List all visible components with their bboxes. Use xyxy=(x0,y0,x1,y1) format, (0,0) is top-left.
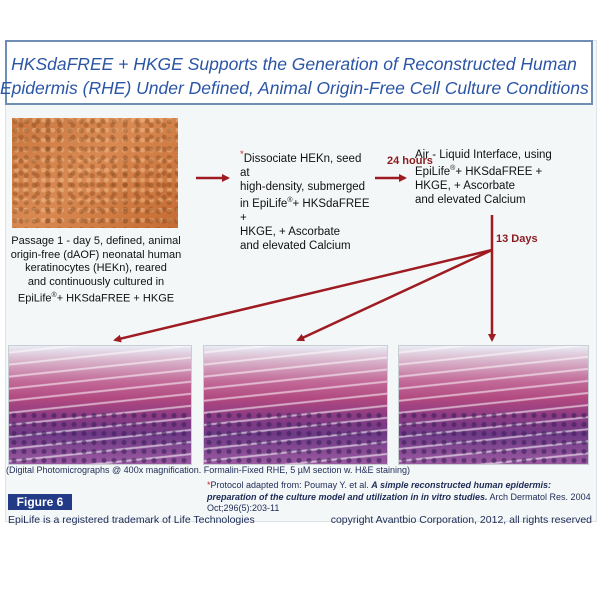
passage-line: Passage 1 - day 5, defined, animal xyxy=(11,235,181,247)
footnote-star: * xyxy=(240,149,244,160)
passage-line: origin-free (dAOF) neonatal human xyxy=(10,248,182,261)
copyright-note: copyright Avantbio Corporation, 2012, al… xyxy=(330,514,592,526)
reference-title: A simple reconstructed human epidermis: … xyxy=(207,480,551,502)
trademark-note: EpiLife is a registered trademark of Lif… xyxy=(8,514,255,526)
step-line: EpiLife®+ HKSdaFREE + xyxy=(415,165,543,178)
step-line: in EpiLife®+ HKSdaFREE + xyxy=(240,196,370,224)
passage-caption: Passage 1 - day 5, defined, animal origi… xyxy=(8,235,184,306)
step-line: HKGE, + Ascorbate xyxy=(415,179,516,192)
label-24-hours: 24 hours xyxy=(387,155,433,167)
keratinocyte-culture-photo xyxy=(12,118,178,228)
step-dissociate-seed: *Dissociate HEKn, seed at high-density, … xyxy=(240,148,370,253)
step-line: *Dissociate HEKn, seed at xyxy=(240,149,362,179)
step-line: HKGE, + Ascorbate xyxy=(240,225,341,238)
arrow-to-sample-2 xyxy=(296,248,493,342)
passage-line: keratinocytes (HEKn), reared xyxy=(25,262,167,274)
rhe-micrograph-2 xyxy=(203,345,388,465)
figure-label: Figure 6 xyxy=(8,494,72,510)
passage-line: and continuously cultured in xyxy=(27,275,165,288)
label-13-days: 13 Days xyxy=(496,233,538,245)
step-line: and elevated Calcium xyxy=(415,193,526,206)
arrow-to-sample-1 xyxy=(113,248,493,343)
micrograph-caption: (Digital Photomicrographs @ 400x magnifi… xyxy=(6,465,410,475)
footnote-star: * xyxy=(207,480,211,490)
step-line: high-density, submerged xyxy=(240,180,366,193)
rhe-micrograph-1 xyxy=(8,345,192,465)
rhe-micrograph-3 xyxy=(398,345,589,465)
step-line: Air - Liquid Interface, using xyxy=(415,149,552,161)
title-line-1: HKSdaFREE + HKGE Supports the Generation… xyxy=(11,54,577,74)
title-box xyxy=(5,40,593,105)
step-line: and elevated Calcium xyxy=(240,239,351,252)
step-air-liquid-interface: Air - Liquid Interface, using EpiLife®+ … xyxy=(415,148,575,207)
title-line-2: Epidermis (RHE) Under Defined, Animal Or… xyxy=(0,78,589,98)
protocol-reference: *Protocol adapted from: Poumay Y. et al.… xyxy=(207,480,591,513)
passage-line: EpiLife®+ HKSdaFREE + HKGE xyxy=(17,292,175,305)
